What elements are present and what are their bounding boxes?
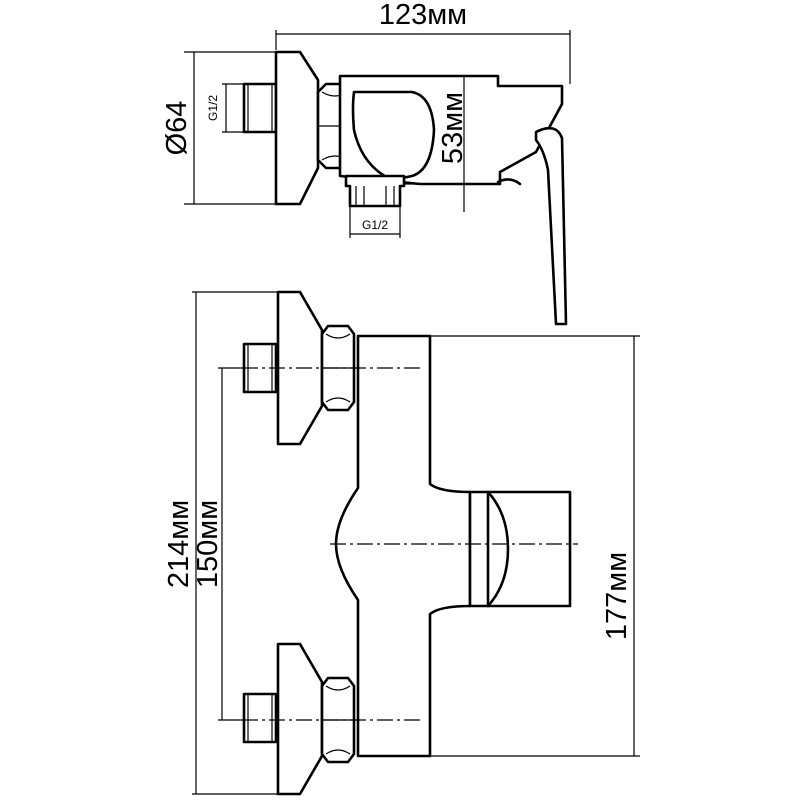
front-bottom-flange — [276, 642, 324, 796]
top-outlet-nipple — [344, 174, 406, 208]
dim-overall-depth: 123мм — [379, 0, 467, 31]
top-lever-handle — [534, 126, 568, 326]
top-wall-flange — [274, 50, 320, 206]
top-dimension-lines — [184, 30, 571, 238]
front-body — [334, 334, 472, 758]
label-outlet-thread: G1/2 — [362, 218, 388, 232]
top-inlet-pipe — [242, 82, 278, 134]
top-view — [242, 50, 568, 326]
label-inlet-thread: G1/2 — [206, 95, 220, 121]
front-center-lines — [242, 367, 578, 721]
dim-inlet-spacing: 150мм — [192, 500, 224, 588]
front-view — [242, 290, 572, 796]
dim-flange-diameter: Ø64 — [161, 101, 193, 156]
front-bottom-inlet-pipe — [242, 692, 278, 744]
dim-overall-height: 214мм — [163, 500, 195, 588]
dim-outlet-height: 53мм — [437, 92, 469, 164]
front-dimension-lines — [192, 291, 640, 795]
dim-body-height: 177мм — [601, 552, 633, 640]
